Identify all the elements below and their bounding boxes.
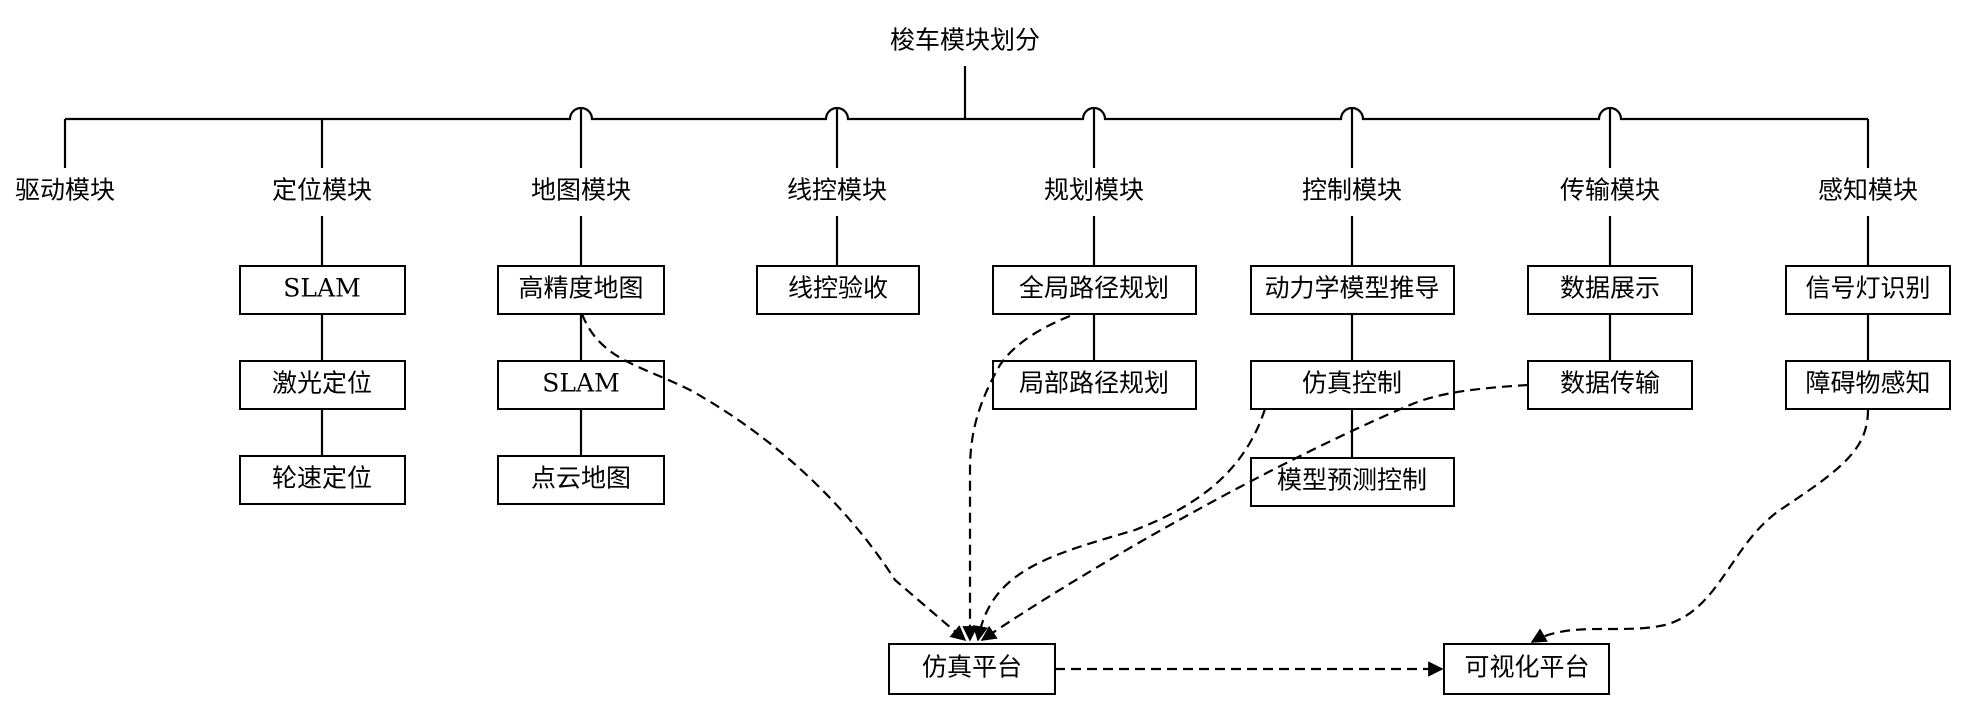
item-box-slam-map bbox=[497, 360, 665, 410]
item-label-hd-map: 高精度地图 bbox=[518, 274, 643, 303]
item-box-data-transmission bbox=[1527, 360, 1693, 410]
module-label-map: 地图模块 bbox=[531, 176, 631, 205]
item-label-obstacle-perception: 障碍物感知 bbox=[1805, 369, 1930, 398]
flow-simulation-control-to-simulation bbox=[972, 408, 1267, 642]
item-box-laser-localization bbox=[239, 360, 406, 410]
item-label-point-cloud-map: 点云地图 bbox=[531, 464, 631, 493]
module-bus bbox=[65, 106, 1868, 121]
module-label-localization: 定位模块 bbox=[272, 176, 372, 205]
item-box-wheel-odometry bbox=[239, 455, 406, 505]
item-box-slam-localization bbox=[239, 265, 406, 315]
item-label-slam-localization: SLAM bbox=[283, 274, 360, 303]
item-label-mpc: 模型预测控制 bbox=[1277, 466, 1427, 495]
root-title: 梭车模块划分 bbox=[890, 26, 1040, 55]
item-label-dynamics-derivation: 动力学模型推导 bbox=[1264, 274, 1439, 303]
item-box-traffic-light-recognition bbox=[1785, 265, 1951, 315]
item-label-global-path-planning: 全局路径规划 bbox=[1019, 274, 1169, 303]
module-label-control: 控制模块 bbox=[1302, 176, 1402, 205]
item-label-wire-acceptance: 线控验收 bbox=[788, 274, 888, 303]
item-box-wire-acceptance bbox=[756, 265, 920, 315]
item-label-wheel-odometry: 轮速定位 bbox=[272, 464, 372, 493]
flow-obstacle-perception-to-visualization bbox=[1530, 409, 1870, 643]
item-box-local-path-planning bbox=[992, 360, 1197, 410]
module-label-drive-by-wire: 线控模块 bbox=[787, 176, 887, 205]
item-box-simulation-control bbox=[1250, 360, 1455, 410]
item-label-data-transmission: 数据传输 bbox=[1560, 369, 1660, 398]
item-label-slam-map: SLAM bbox=[542, 369, 619, 398]
item-box-obstacle-perception bbox=[1785, 360, 1951, 410]
item-box-data-display bbox=[1527, 265, 1693, 315]
item-box-point-cloud-map bbox=[497, 455, 665, 505]
module-label-planning: 规划模块 bbox=[1044, 176, 1144, 205]
item-label-traffic-light-recognition: 信号灯识别 bbox=[1805, 274, 1930, 303]
visualization-platform-label: 可视化平台 bbox=[1464, 653, 1589, 682]
visualization-platform-box bbox=[1443, 643, 1610, 695]
item-box-hd-map bbox=[497, 265, 665, 315]
module-label-transmission: 传输模块 bbox=[1560, 176, 1660, 205]
item-box-dynamics-derivation bbox=[1250, 265, 1455, 315]
module-label-perception: 感知模块 bbox=[1818, 176, 1918, 205]
item-label-laser-localization: 激光定位 bbox=[272, 369, 372, 398]
simulation-platform-label: 仿真平台 bbox=[922, 653, 1022, 682]
item-label-local-path-planning: 局部路径规划 bbox=[1019, 369, 1169, 398]
flow-hd-map-to-simulation bbox=[580, 313, 967, 642]
item-label-data-display: 数据展示 bbox=[1560, 274, 1660, 303]
item-label-simulation-control: 仿真控制 bbox=[1302, 369, 1402, 398]
flow-data-transmission-to-simulation bbox=[980, 383, 1529, 641]
flow-global-planning-to-simulation bbox=[962, 314, 1071, 642]
item-box-global-path-planning bbox=[992, 265, 1197, 315]
item-box-mpc bbox=[1250, 457, 1455, 507]
module-label-drive: 驱动模块 bbox=[15, 176, 115, 205]
